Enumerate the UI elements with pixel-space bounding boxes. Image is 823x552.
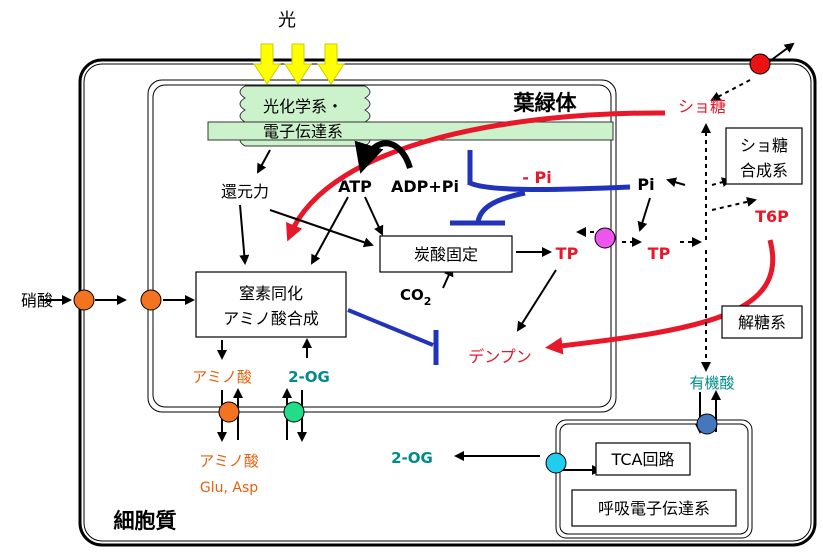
co2-text: CO xyxy=(400,286,424,304)
glycolysis-label: 解糖系 xyxy=(738,313,786,332)
sucrose-label: ショ糖 xyxy=(678,97,726,116)
sucrose-synthesis-label-2: 合成系 xyxy=(740,161,788,180)
carbon-fixation-label: 炭酸固定 xyxy=(414,245,478,264)
og-transporter xyxy=(283,401,305,423)
light-label: 光 xyxy=(278,10,296,31)
pi-inhibition-line xyxy=(468,180,631,193)
co2-subscript: 2 xyxy=(424,295,432,308)
minus-pi-label: - Pi xyxy=(522,168,551,187)
glu-asp-label: Glu, Asp xyxy=(200,480,258,496)
og-mito-transporter xyxy=(545,452,567,474)
starch-label: デンプン xyxy=(468,347,532,366)
og-outer-label: 2-OG xyxy=(391,449,433,467)
respiratory-chain-label: 呼吸電子伝達系 xyxy=(598,499,710,518)
carbon-fixation-box xyxy=(379,235,513,273)
sucrose-synthesis-label-1: ショ糖 xyxy=(740,136,788,155)
mitochondrion-outline xyxy=(555,419,753,539)
tp-outer-label: TP xyxy=(648,244,671,263)
photosystem-label-2: 電子伝達系 xyxy=(263,122,343,141)
reducing-power-label: 還元力 xyxy=(221,182,269,201)
chloroplast-label: 葉緑体 xyxy=(513,91,578,115)
sucrose-synthesis-box xyxy=(725,127,803,185)
nitrate-transporter-inner xyxy=(140,289,162,311)
thylakoid-bar xyxy=(207,121,614,141)
amino-acid-transporter xyxy=(218,401,240,423)
light-arrows xyxy=(253,43,345,85)
nitrogen-assimilation-label-2: アミノ酸合成 xyxy=(223,309,319,328)
tp-transporter xyxy=(594,227,616,249)
sucrose-transporter xyxy=(749,53,771,75)
organic-acid-transporter xyxy=(696,413,718,435)
sucrose-to-nitrogen-arrow xyxy=(286,110,666,242)
nitrogen-assimilation-box xyxy=(195,271,347,338)
tca-label: TCA回路 xyxy=(611,450,675,469)
glycolysis-box xyxy=(721,305,803,339)
pi-label: Pi xyxy=(637,175,654,194)
og-inner-label: 2-OG xyxy=(288,368,330,386)
starch-inhibition-line xyxy=(347,308,434,347)
nitrogen-assimilation-label-1: 窒素同化 xyxy=(239,284,303,303)
photosystem-label-1: 光化学系・ xyxy=(263,97,343,116)
cytoplasm-label: 細胞質 xyxy=(114,509,177,533)
mitochondrion-outline-inner xyxy=(559,423,749,535)
nitrate-transporter-outer xyxy=(73,289,95,311)
amino-acid-inner-label: アミノ酸 xyxy=(192,368,252,386)
respiratory-chain-box xyxy=(571,489,737,527)
pi-inhibition-branch xyxy=(475,190,526,223)
atp-cycle-arc xyxy=(354,140,413,174)
tp-inner-label: TP xyxy=(556,244,579,263)
atp-label: ATP xyxy=(338,177,372,196)
adp-pi-label: ADP+Pi xyxy=(391,177,459,196)
co2-label: CO2 xyxy=(400,286,431,308)
amino-acid-outer-label: アミノ酸 xyxy=(199,452,259,470)
tca-box xyxy=(595,442,691,476)
chloroplast-outline xyxy=(147,79,617,413)
nitrate-label: 硝酸 xyxy=(21,291,53,310)
t6p-label: T6P xyxy=(755,207,789,226)
organic-acid-label: 有機酸 xyxy=(689,374,734,392)
